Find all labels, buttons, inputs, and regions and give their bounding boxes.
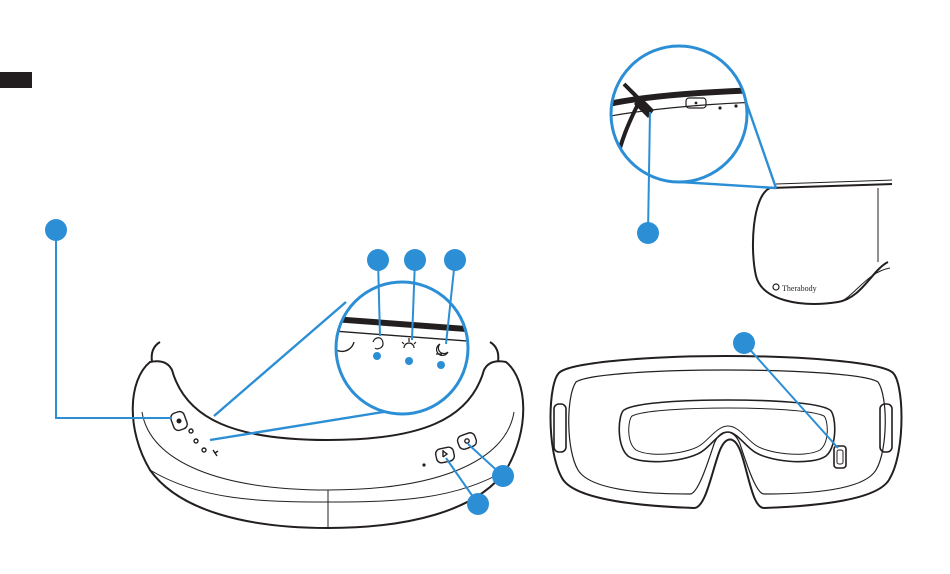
side-strap-left (554, 404, 566, 452)
zoom-leader-top (214, 302, 346, 416)
band-seam (142, 412, 514, 490)
zoom-leader-bottom (210, 408, 408, 440)
leader-power (56, 230, 172, 418)
inner-eye-cushion-inset (629, 408, 828, 454)
moon-mode-icon (202, 448, 206, 452)
callout-sunrise-mode (404, 249, 426, 271)
therabody-logo-icon (773, 284, 779, 290)
strap-left (152, 342, 160, 362)
callout-moon-mode (444, 249, 466, 271)
zoom-moon-led (437, 361, 445, 369)
callout-massage-mode (367, 249, 389, 271)
callout-usb-port (733, 332, 755, 354)
callout-heat (492, 465, 514, 487)
mask-side-view: Therabody (753, 180, 892, 304)
callout-bluetooth (467, 493, 489, 515)
callout-usb-cable (637, 222, 659, 244)
side-strap-right (880, 404, 892, 452)
brand-logo-text: Therabody (782, 284, 817, 293)
massage-mode-icon (189, 429, 193, 433)
mask-inner-view (551, 356, 902, 508)
zoom-indicator-dot-1 (718, 106, 721, 109)
zoom-leader-top-right (744, 96, 776, 188)
heat-button[interactable] (456, 431, 478, 450)
zoom-detail-left (210, 282, 480, 440)
zoom-detail-right (600, 46, 776, 188)
usb-c-port[interactable] (834, 446, 846, 468)
strap-right (490, 342, 498, 362)
power-button-icon (177, 419, 181, 423)
right-band-controls (422, 431, 477, 466)
indicator-dot (422, 463, 425, 466)
zoom-leader-bottom-right (680, 182, 776, 188)
bluetooth-button-icon (443, 450, 447, 457)
usb-port-icon (213, 450, 218, 456)
callout-power (45, 219, 67, 241)
heat-button-icon (465, 439, 469, 443)
zoom-sunrise-led (405, 357, 413, 365)
zoom-massage-led (373, 352, 381, 360)
sunrise-mode-icon (194, 439, 198, 443)
left-band-controls (169, 410, 218, 456)
zoom-indicator-dot-2 (734, 104, 737, 107)
